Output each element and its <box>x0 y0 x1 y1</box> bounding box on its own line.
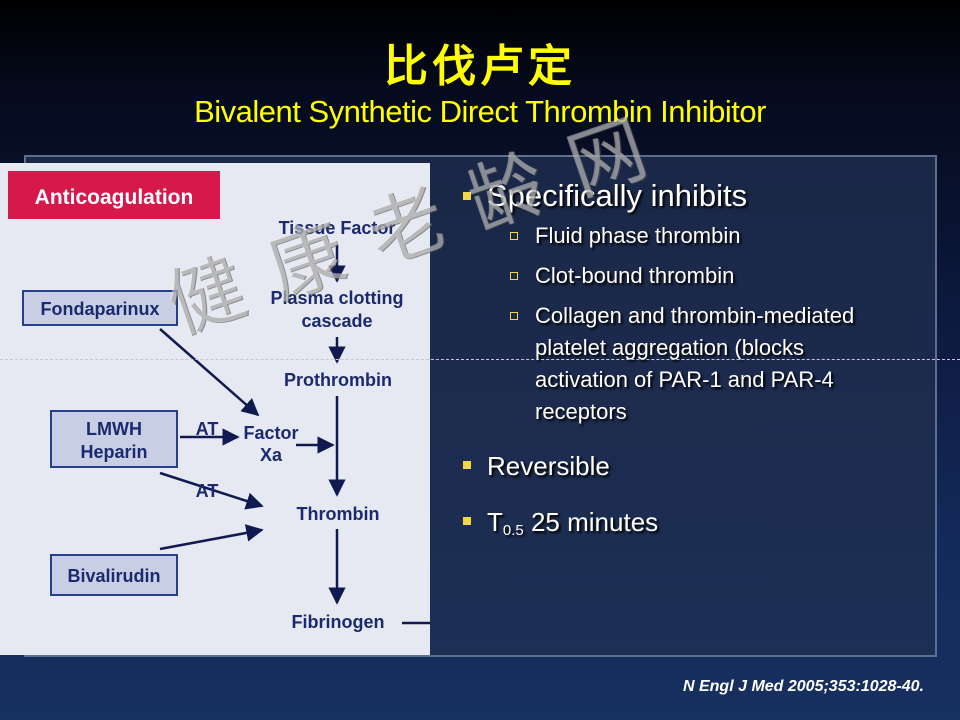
node-tissue-factor: Tissue Factor <box>279 218 396 238</box>
bullet-list: Specifically inhibits Fluid phase thromb… <box>462 172 937 555</box>
sub-bullet-line1: Collagen and thrombin-mediated <box>535 303 855 328</box>
drug-box-lmwh-heparin <box>50 410 178 468</box>
half-life-symbol: T <box>487 507 503 537</box>
square-bullet-icon <box>463 517 471 525</box>
bullet-text: Reversible <box>487 451 610 481</box>
node-factor-line1: Factor <box>243 423 298 443</box>
drug-box-bivalirudin <box>50 554 178 596</box>
node-factor-line2: Xa <box>260 445 283 465</box>
arrow-lmwh-to-thrombin <box>159 471 264 510</box>
label-at-2: AT <box>196 481 219 501</box>
arrow-bivalirudin-to-thrombin <box>159 524 264 551</box>
hollow-square-bullet-icon <box>510 232 518 240</box>
drug-lmwh-line2: Heparin <box>80 442 147 462</box>
citation: N Engl J Med 2005;353:1028-40. <box>682 678 924 695</box>
drug-box-fondaparinux <box>22 290 178 326</box>
sub-bullet-text: Fluid phase thrombin <box>535 223 741 248</box>
square-bullet-icon <box>463 461 471 469</box>
hollow-square-bullet-icon <box>510 272 518 280</box>
node-prothrombin: Prothrombin <box>284 370 392 390</box>
drug-lmwh-line1: LMWH <box>86 419 142 439</box>
slide-title-english: Bivalent Synthetic Direct Thrombin Inhib… <box>194 94 766 129</box>
sub-bullet-fluid-phase: Fluid phase thrombin <box>462 220 937 252</box>
slide-title-chinese: 比伐卢定 <box>384 41 576 92</box>
drug-bivalirudin: Bivalirudin <box>67 566 160 586</box>
sub-bullet-line2: platelet aggregation (blocks <box>535 335 805 360</box>
bullet-half-life: T0.5 25 minutes <box>462 498 937 555</box>
hollow-square-bullet-icon <box>510 312 518 320</box>
sub-bullet-collagen: Collagen and thrombin-mediated platelet … <box>462 300 937 428</box>
diagram-header-box <box>8 171 220 219</box>
bullet-reversible: Reversible <box>462 442 937 490</box>
bullet-text: Specifically inhibits <box>487 178 748 213</box>
half-life-value: 25 minutes <box>523 507 659 537</box>
dashed-guide-line <box>0 359 960 360</box>
half-life-subscript: 0.5 <box>502 522 524 539</box>
bullet-specifically-inhibits: Specifically inhibits <box>462 172 937 220</box>
label-at-1: AT <box>196 419 219 439</box>
node-plasma-line2: cascade <box>301 311 372 331</box>
sub-bullet-line4: receptors <box>535 399 627 424</box>
sub-bullet-text: Clot-bound thrombin <box>535 263 735 288</box>
diagram-header-text: Anticoagulation <box>35 186 194 209</box>
node-plasma-line1: Plasma clotting <box>270 288 403 308</box>
square-bullet-icon <box>463 192 471 200</box>
arrow-fondaparinux-to-factor <box>159 328 260 417</box>
drug-fondaparinux: Fondaparinux <box>40 299 159 319</box>
anticoagulation-diagram: Anticoagulation Tissue Factor Plasma clo… <box>0 163 430 655</box>
sub-bullet-line3: activation of PAR-1 and PAR-4 <box>535 367 834 392</box>
node-thrombin: Thrombin <box>297 504 380 524</box>
node-fibrinogen: Fibrinogen <box>292 612 385 632</box>
sub-bullet-clot-bound: Clot-bound thrombin <box>462 260 937 292</box>
